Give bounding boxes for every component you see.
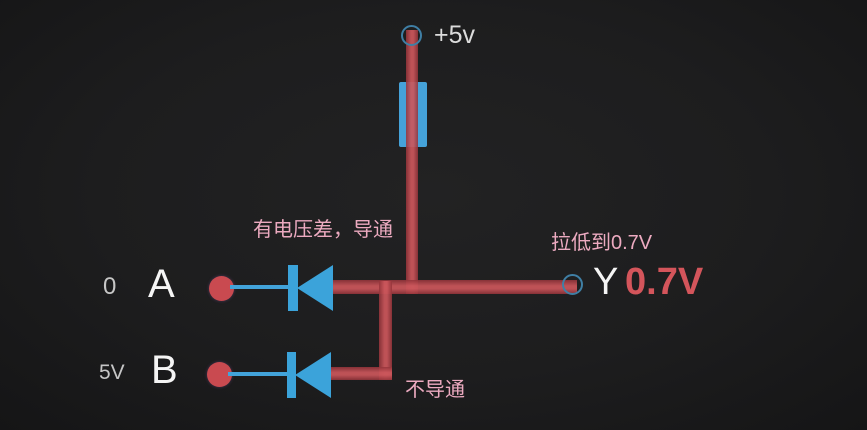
input-a-value: 0	[103, 273, 117, 300]
annotation-output-pulled-low: 拉低到0.7V	[551, 232, 653, 254]
annotation-diode-a-conducting: 有电压差，导通	[253, 219, 393, 241]
input-a-lead-wire	[230, 285, 290, 289]
diode-b-cathode-bar-icon	[287, 352, 296, 398]
output-label: Y	[593, 261, 619, 303]
diode-a-cathode-bar-icon	[288, 265, 298, 311]
input-b-lead-wire	[228, 372, 289, 376]
output-value: 0.7V	[625, 261, 704, 303]
output-wire	[330, 280, 577, 294]
annotation-diode-b-not-conducting: 不导通	[405, 379, 465, 401]
diode-a-icon	[297, 265, 333, 311]
supply-wire	[406, 30, 418, 294]
input-a-node-dot-icon	[209, 276, 234, 301]
power-terminal-icon	[401, 25, 422, 46]
supply-label: +5v	[434, 21, 476, 49]
branch-wire-b-horizontal	[330, 367, 392, 380]
input-b-node-dot-icon	[207, 362, 232, 387]
diode-b-icon	[295, 352, 331, 398]
input-a-label: A	[148, 262, 175, 306]
output-terminal-icon	[562, 274, 583, 295]
branch-wire-b-vertical	[379, 281, 392, 380]
input-b-value: 5V	[99, 361, 125, 384]
input-b-label: B	[151, 348, 178, 392]
